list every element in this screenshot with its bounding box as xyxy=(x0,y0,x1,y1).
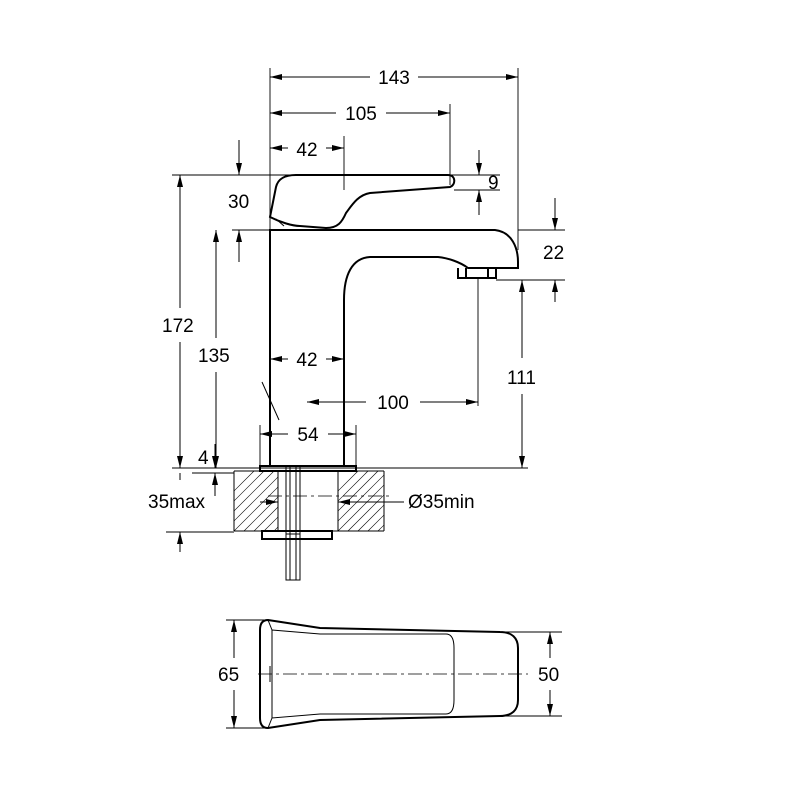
dimension-plan-length: 65 xyxy=(218,620,239,728)
dimension-base-diameter: 54 xyxy=(260,425,356,446)
extension-lines xyxy=(166,68,565,533)
dimension-spout-reach: 100 xyxy=(307,393,478,414)
dimension-outlet-height: 111 xyxy=(507,280,536,468)
dim-label-172: 172 xyxy=(162,316,194,337)
dimension-overall-length: 143 xyxy=(270,68,518,89)
body-section-mark xyxy=(261,381,280,421)
dim-label-22: 22 xyxy=(543,243,564,264)
dimension-spout-height: 135 xyxy=(198,230,230,468)
dim-label-100: 100 xyxy=(377,393,409,414)
dimension-spout-thickness: 22 xyxy=(543,198,564,302)
dim-label-143: 143 xyxy=(378,68,410,89)
dimension-lever-height: 30 xyxy=(228,140,249,262)
lever-joint-line xyxy=(275,218,285,227)
dim-label-65: 65 xyxy=(218,665,239,686)
aerator-outlet xyxy=(457,268,497,279)
dimension-plan-width: 50 xyxy=(538,632,559,716)
dim-label-111: 111 xyxy=(507,368,536,389)
dim-label-35max: 35max xyxy=(148,492,206,513)
base-ring xyxy=(259,465,357,472)
dim-label-4: 4 xyxy=(198,448,209,469)
dim-label-42-body: 42 xyxy=(296,350,317,371)
plan-inner-outline xyxy=(271,629,455,719)
dim-label-105: 105 xyxy=(345,104,377,125)
dim-label-42-top: 42 xyxy=(296,140,317,161)
deck-section xyxy=(233,465,392,581)
dimension-lever-base-width: 42 xyxy=(270,140,344,161)
dimension-min-hole: Ø35min xyxy=(260,492,475,513)
threaded-stud xyxy=(285,465,301,581)
dim-label-35min: Ø35min xyxy=(408,492,475,513)
lever-handle xyxy=(268,174,456,230)
faucet-body-outline xyxy=(269,229,519,466)
dim-label-9: 9 xyxy=(488,173,499,194)
dim-label-54: 54 xyxy=(297,425,319,446)
dim-label-135: 135 xyxy=(198,346,230,367)
dimension-base-thickness: 4 xyxy=(198,444,218,496)
dimension-max-deck: 35max xyxy=(148,473,206,552)
dimension-lever-length: 105 xyxy=(270,104,450,125)
faucet-plan-view xyxy=(226,618,562,730)
mounting-nut xyxy=(261,530,333,540)
dimension-total-height: 172 xyxy=(162,175,194,468)
dimension-lever-tip: 9 xyxy=(476,150,499,215)
dim-label-50: 50 xyxy=(538,665,559,686)
dimension-body-width: 42 xyxy=(270,350,344,371)
dim-label-30: 30 xyxy=(228,192,249,213)
